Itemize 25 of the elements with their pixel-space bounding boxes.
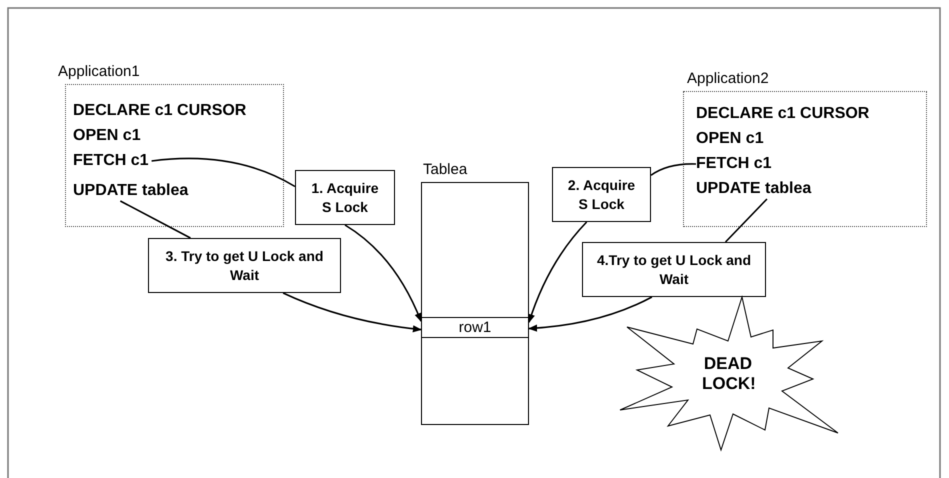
code-line: FETCH c1 (696, 154, 775, 174)
arrow (282, 292, 422, 332)
connector-line (724, 198, 768, 243)
connector-line (152, 158, 296, 188)
arrow (528, 221, 588, 324)
heading: Tablea (423, 161, 468, 179)
step-box: 1. Acquire S Lock (295, 170, 395, 225)
code-line: UPDATE tablea (73, 181, 192, 201)
code-line: UPDATE tablea (696, 179, 814, 199)
connector-line (120, 200, 191, 239)
arrow (528, 296, 652, 332)
callout-text: DEAD LOCK! (702, 354, 754, 394)
step-box: 2. Acquire S Lock (552, 167, 651, 222)
code-line: DECLARE c1 CURSOR (696, 104, 870, 124)
code-line: FETCH c1 (73, 151, 152, 171)
heading: Application2 (687, 70, 769, 88)
code-line: OPEN c1 (696, 129, 764, 149)
step-box: 4.Try to get U Lock and Wait (582, 242, 766, 297)
connector-line (650, 163, 696, 176)
code-line: OPEN c1 (73, 126, 141, 146)
arrow (344, 224, 422, 322)
heading: Application1 (58, 63, 140, 81)
step-box: 3. Try to get U Lock and Wait (148, 238, 341, 293)
code-line: DECLARE c1 CURSOR (73, 101, 246, 121)
row-box: row1 (421, 317, 529, 338)
